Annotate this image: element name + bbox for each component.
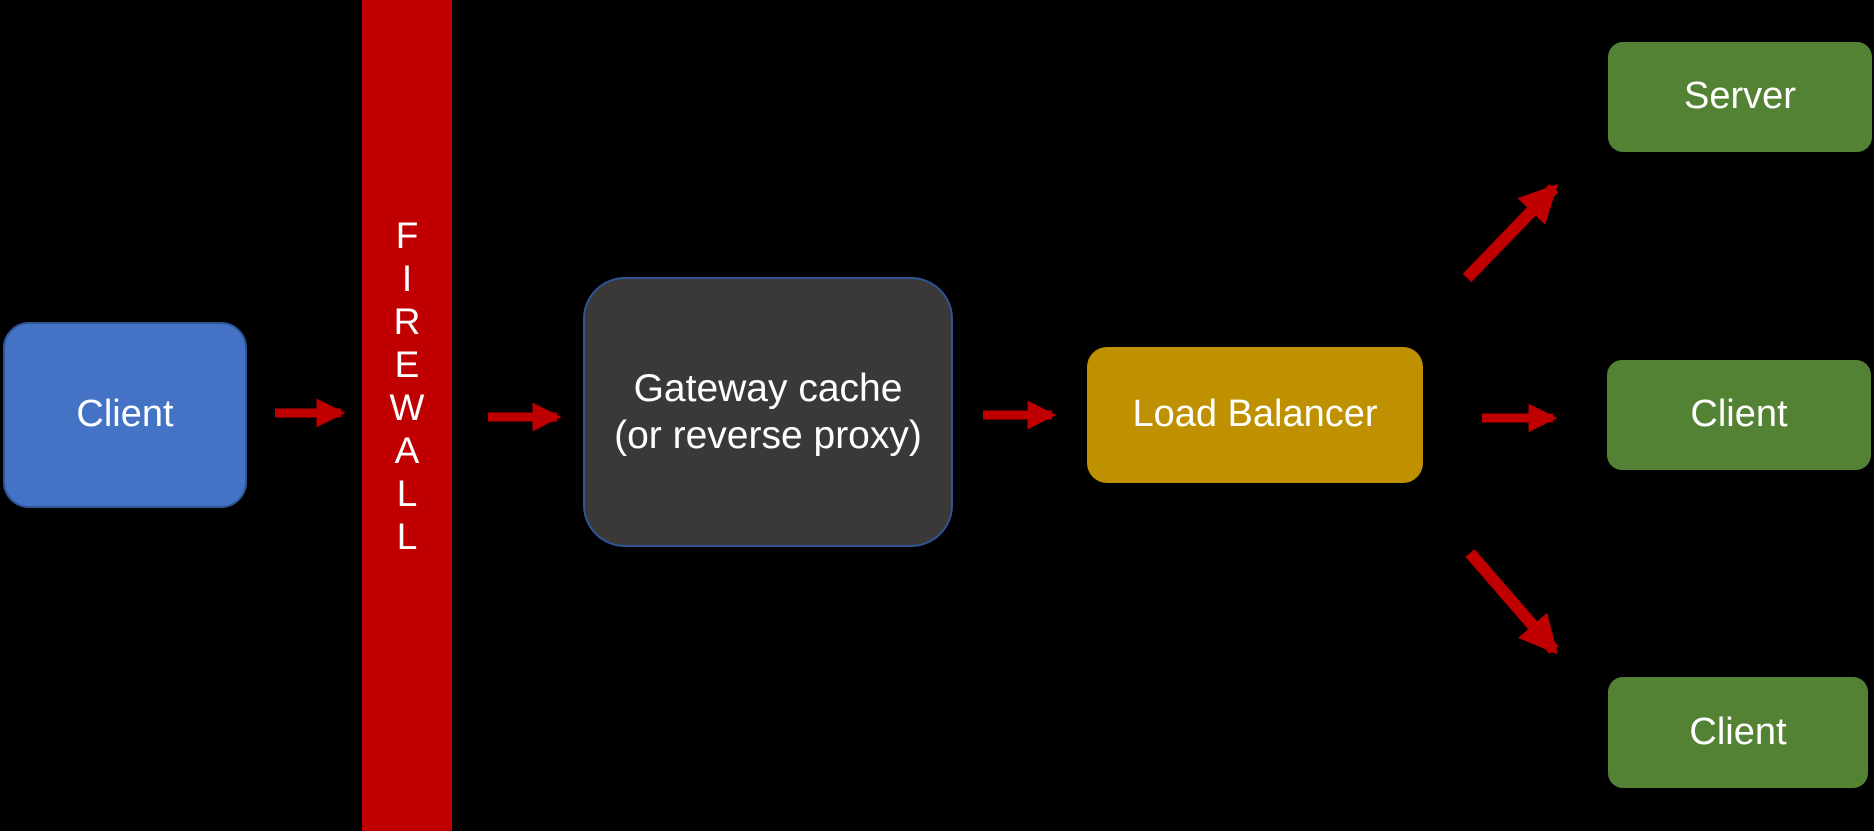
gateway-cache-label-line2: (or reverse proxy) [614, 414, 922, 457]
client-node-middle-label: Client [1690, 393, 1788, 436]
load-balancer-node: Load Balancer [1087, 347, 1423, 483]
server-node-top-label: Server [1684, 75, 1796, 118]
arrow-loadbalancer-to-server-icon [1462, 183, 1559, 283]
client-node-middle: Client [1607, 360, 1871, 470]
firewall-label: F I R E W A L L [389, 215, 425, 557]
arrow-loadbalancer-to-client-bottom-icon [1465, 549, 1559, 655]
load-balancer-label: Load Balancer [1132, 393, 1378, 436]
client-node-bottom-label: Client [1689, 710, 1787, 753]
firewall-bar [362, 0, 452, 831]
gateway-cache-label-line1: Gateway cache [633, 367, 903, 410]
client-node-left: Client [3, 322, 247, 508]
server-node-top: Server [1608, 42, 1872, 152]
client-node-left-label: Client [76, 393, 174, 436]
gateway-cache-node: Gateway cache (or reverse proxy) [583, 277, 953, 547]
client-node-bottom: Client [1608, 677, 1868, 788]
